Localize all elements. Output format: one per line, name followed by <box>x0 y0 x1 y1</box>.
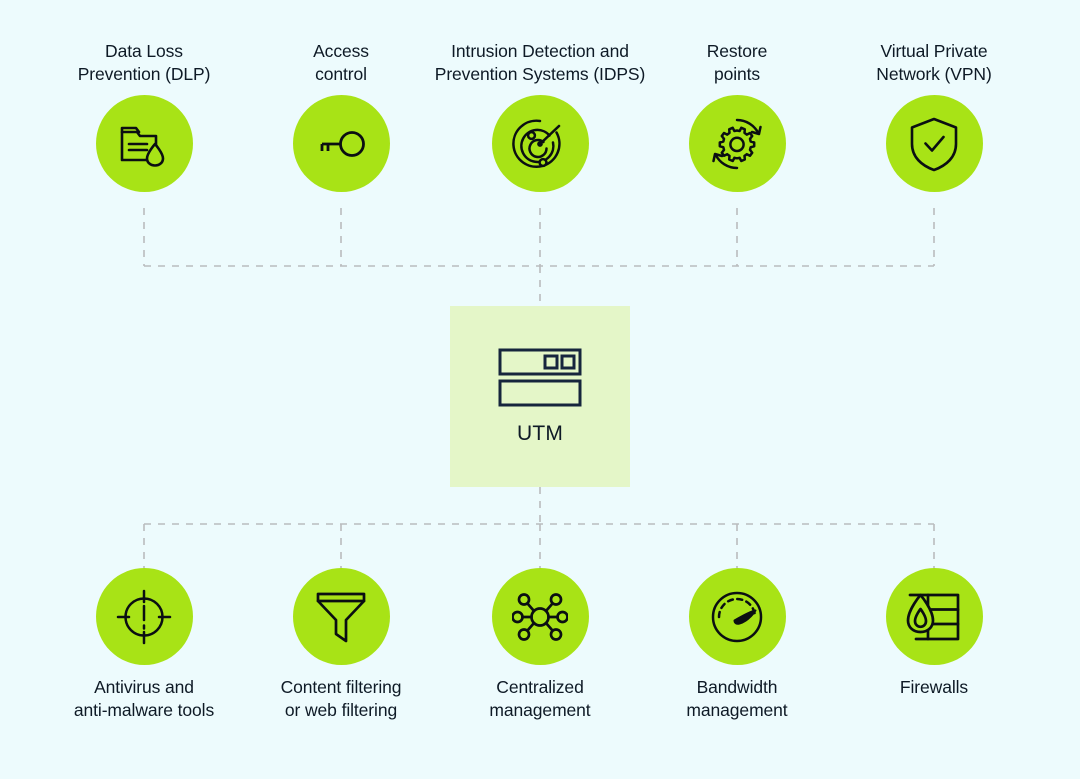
firewall-appliance-icon <box>498 348 582 408</box>
icon-circle[interactable] <box>688 95 786 192</box>
node-idps[interactable]: Intrusion Detection and Prevention Syste… <box>430 40 650 192</box>
node-label: Antivirus and anti-malware tools <box>73 677 215 720</box>
node-access-control[interactable]: Access control <box>231 40 451 192</box>
radar-icon <box>511 115 569 173</box>
icon-circle[interactable] <box>491 568 589 665</box>
gauge-icon <box>709 589 765 645</box>
icon-circle[interactable] <box>885 95 983 192</box>
crosshair-alert-icon <box>115 588 173 646</box>
utm-center-node[interactable]: UTM <box>450 306 630 487</box>
node-label: Bandwidth management <box>686 677 788 720</box>
icon-circle[interactable] <box>688 568 786 665</box>
icon-circle[interactable] <box>95 95 193 192</box>
node-restore-points[interactable]: Restore points <box>627 40 847 192</box>
firewall-brick-flame-icon <box>906 591 962 643</box>
node-centralized-management[interactable]: Centralized management <box>430 568 650 722</box>
node-label: Virtual Private Network (VPN) <box>876 41 992 84</box>
node-label: Centralized management <box>489 677 591 720</box>
node-label: Firewalls <box>899 677 969 697</box>
node-content-filtering[interactable]: Content filtering or web filtering <box>231 568 451 722</box>
node-bandwidth-management[interactable]: Bandwidth management <box>627 568 847 722</box>
node-label: Intrusion Detection and Prevention Syste… <box>434 41 646 84</box>
node-label: Data Loss Prevention (DLP) <box>77 41 211 84</box>
icon-circle[interactable] <box>292 95 390 192</box>
network-hub-icon <box>512 589 568 645</box>
node-antivirus[interactable]: Antivirus and anti-malware tools <box>34 568 254 722</box>
icon-circle[interactable] <box>885 568 983 665</box>
shield-check-icon <box>907 115 961 173</box>
gear-refresh-icon <box>708 115 766 173</box>
folder-droplet-icon <box>116 116 172 172</box>
node-data-loss-prevention[interactable]: Data Loss Prevention (DLP) <box>34 40 254 192</box>
node-label: Access control <box>313 41 369 84</box>
key-icon <box>313 116 369 172</box>
node-label: Restore points <box>706 41 768 84</box>
icon-circle[interactable] <box>95 568 193 665</box>
node-firewalls[interactable]: Firewalls <box>824 568 1044 699</box>
node-label: Content filtering or web filtering <box>280 677 402 720</box>
utm-label: UTM <box>516 421 564 445</box>
icon-circle[interactable] <box>292 568 390 665</box>
funnel-icon <box>314 588 368 646</box>
icon-circle[interactable] <box>491 95 589 192</box>
node-vpn[interactable]: Virtual Private Network (VPN) <box>824 40 1044 192</box>
